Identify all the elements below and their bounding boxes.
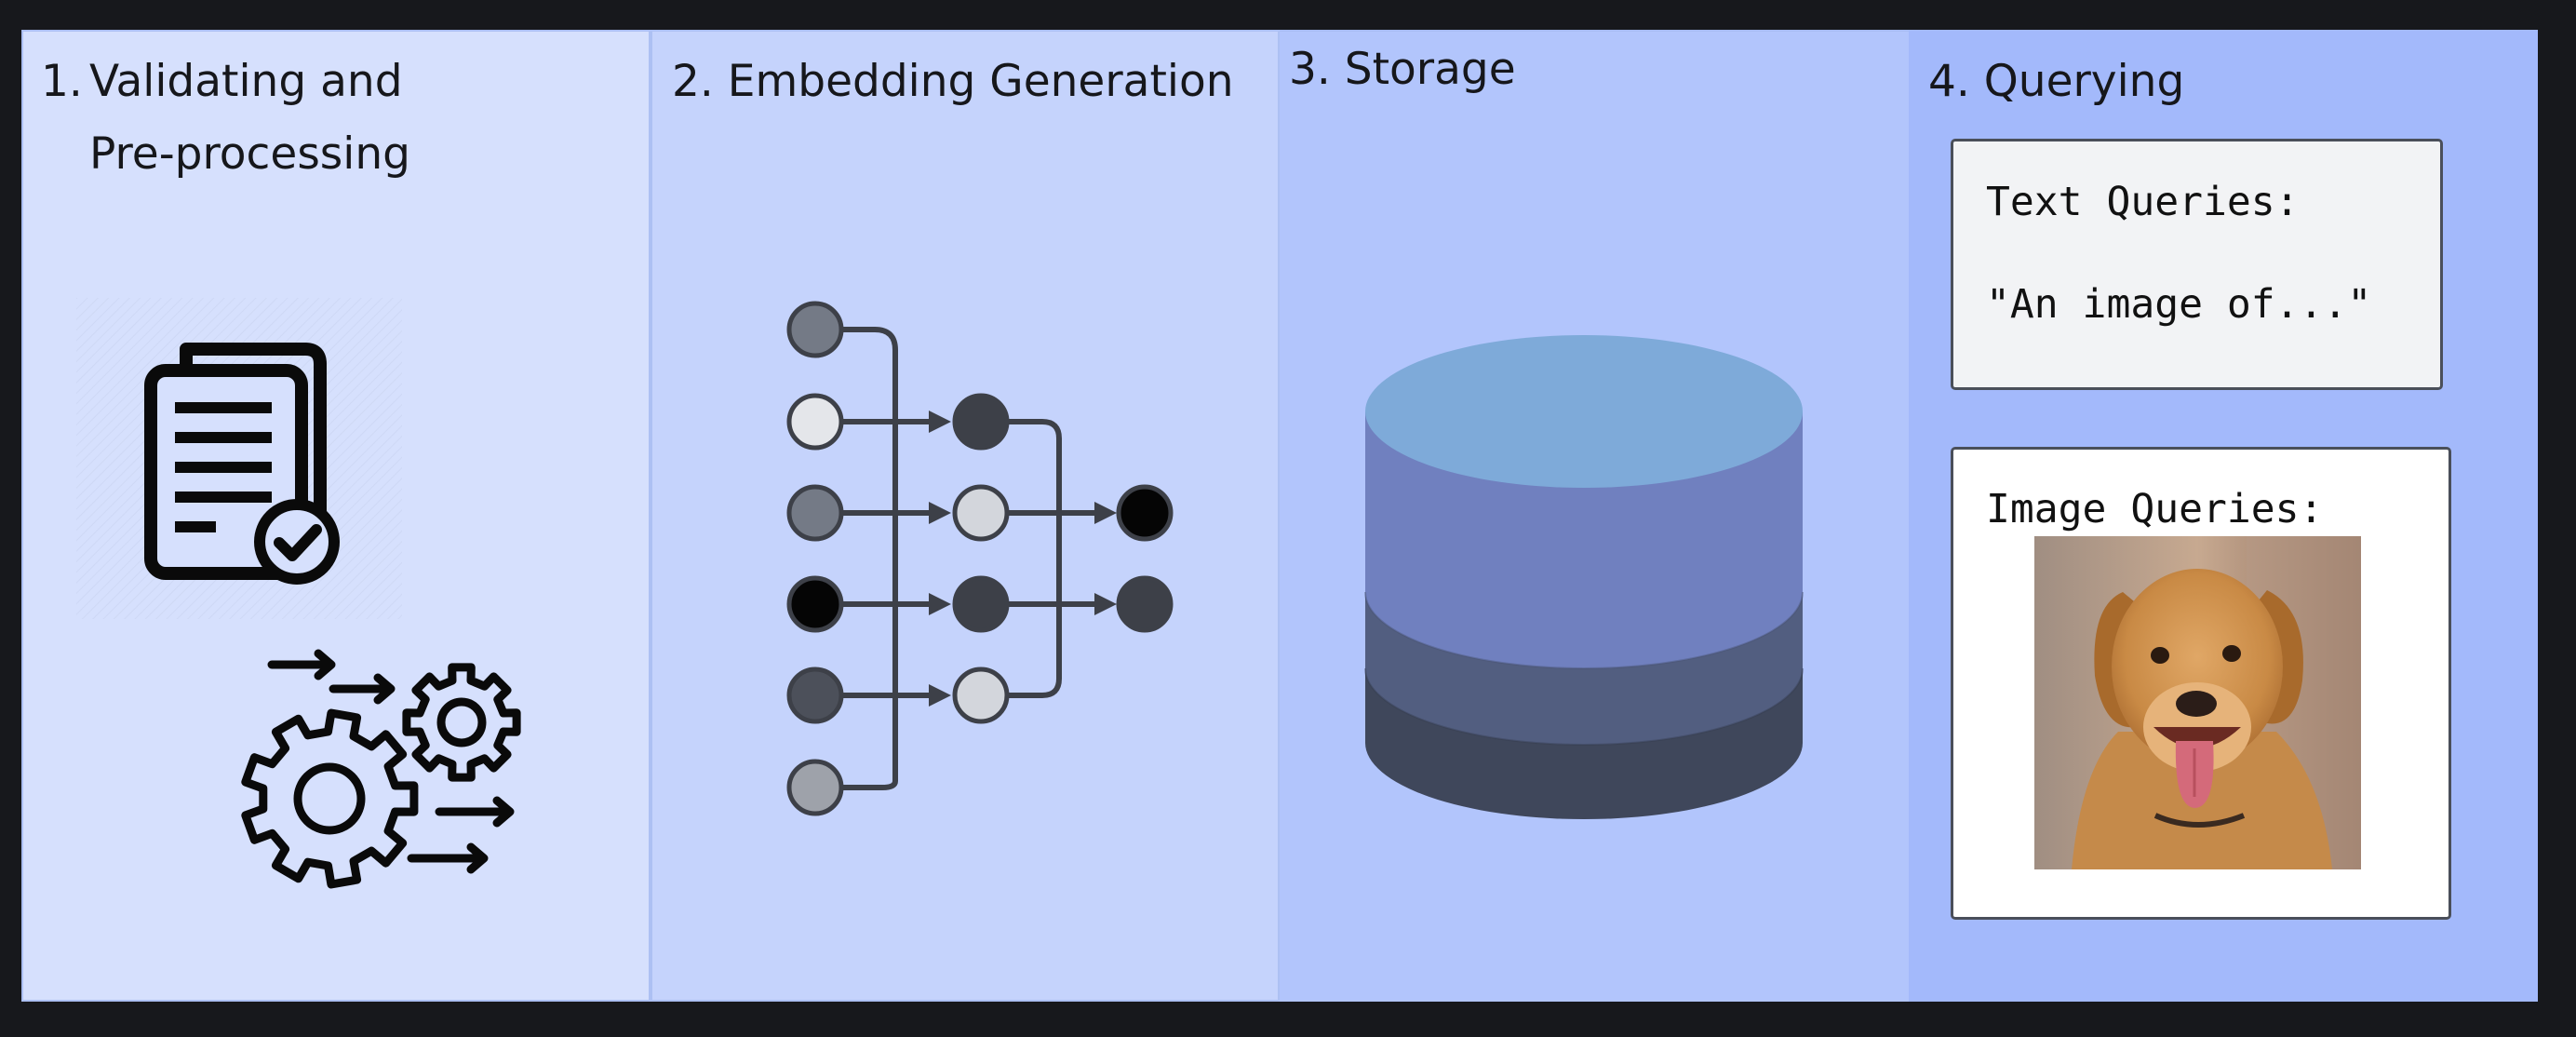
text-queries-label: Text Queries:	[1986, 179, 2300, 225]
gears-arrows-icon	[241, 649, 521, 889]
network-node	[1116, 575, 1174, 633]
dog-photo	[2034, 536, 2361, 869]
step-3-title: 3. Storage	[1289, 44, 1516, 95]
neural-network-icon	[786, 301, 1174, 816]
network-node	[786, 393, 844, 451]
network-node	[786, 575, 844, 633]
network-node	[952, 484, 1010, 542]
step-1-number: 1.	[41, 56, 83, 107]
database-icon	[1364, 335, 1804, 819]
network-node	[1116, 484, 1174, 542]
network-node	[952, 667, 1010, 724]
network-node	[952, 575, 1010, 633]
network-node	[786, 759, 844, 816]
image-queries-label: Image Queries:	[1986, 486, 2324, 532]
text-query-example: "An image of..."	[1986, 281, 2372, 328]
step-2-title: 2. Embedding Generation	[672, 56, 1234, 107]
documents-check-icon	[76, 298, 402, 619]
step-4-title: 4. Querying	[1928, 56, 2185, 107]
network-node	[786, 667, 844, 724]
network-node	[786, 301, 844, 358]
network-node	[952, 393, 1010, 451]
step-1-title-line2: Pre-processing	[89, 128, 410, 180]
network-node	[786, 484, 844, 542]
step-1-title-line1: Validating and	[89, 56, 403, 107]
text-query-card	[1951, 139, 2443, 390]
